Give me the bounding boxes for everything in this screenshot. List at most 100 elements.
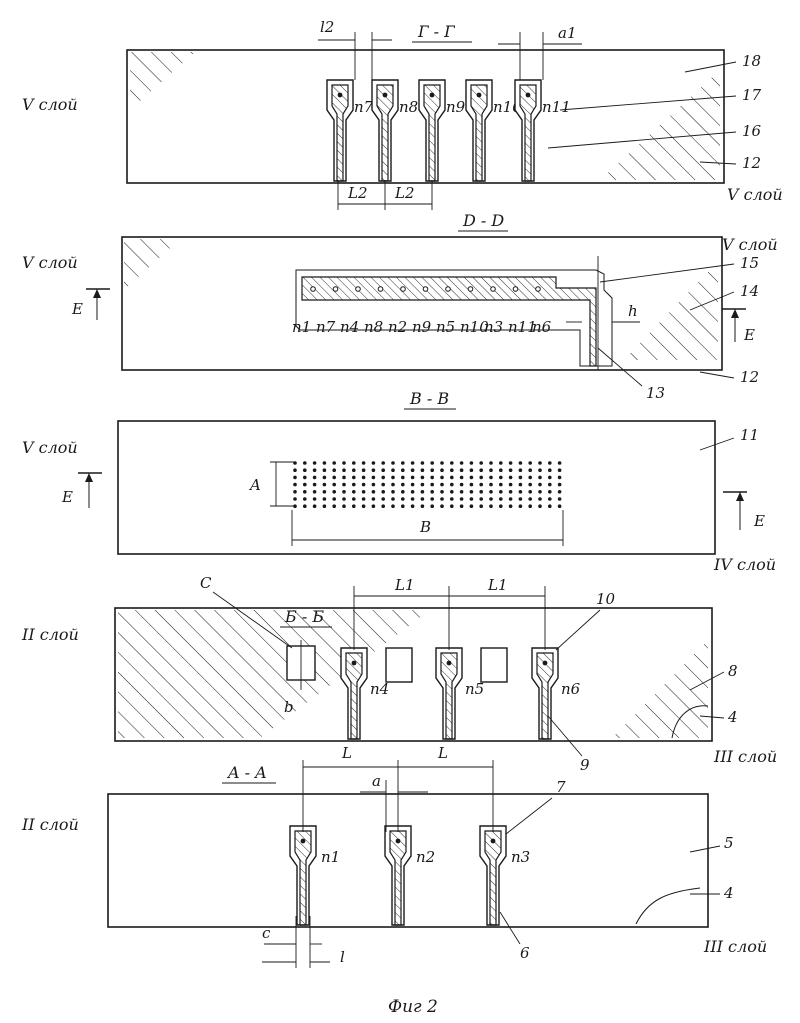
pad-label: n5 <box>465 680 484 698</box>
matrix-via <box>421 504 425 508</box>
pad-label: n3 <box>511 848 530 866</box>
matrix-via <box>460 468 464 472</box>
pad-label: n7 <box>354 98 374 116</box>
pad-row-5: n7n8n9n10n11 <box>327 80 571 181</box>
matrix-via <box>558 461 562 465</box>
matrix-via <box>509 461 513 465</box>
matrix-via <box>323 490 327 494</box>
matrix-via <box>479 497 483 501</box>
via-point <box>352 661 357 666</box>
matrix-via <box>528 490 532 494</box>
layer-label-left: V слой <box>22 438 78 457</box>
matrix-via <box>293 476 297 480</box>
ref-number: 12 <box>740 368 759 386</box>
contact-pad <box>327 80 353 181</box>
dim-label-l2: l2 <box>320 18 334 36</box>
matrix-via <box>411 476 415 480</box>
section-title-g-g: Г - Г <box>417 22 456 41</box>
matrix-via <box>401 497 405 501</box>
panel-section-a-a: A - A n1n2n3 L L a c l II слой III слой … <box>21 744 767 968</box>
matrix-via <box>323 461 327 465</box>
figure-caption: Фиг 2 <box>388 997 438 1017</box>
layer-label-right: IV слой <box>713 555 776 574</box>
matrix-via <box>362 468 366 472</box>
arrow-icon <box>731 309 739 318</box>
dim-label-L: L <box>341 744 352 762</box>
matrix-via <box>489 497 493 501</box>
row-label: n7 <box>316 318 336 336</box>
dim-label-h: h <box>628 302 638 320</box>
leader-line <box>685 62 736 72</box>
section-mark-label: E <box>743 326 755 344</box>
matrix-via <box>323 468 327 472</box>
matrix-via <box>401 483 405 487</box>
matrix-via <box>303 468 307 472</box>
ref-number: 8 <box>728 662 738 680</box>
matrix-via <box>450 468 454 472</box>
matrix-via <box>372 504 376 508</box>
matrix-via <box>548 497 552 501</box>
ref-number: 10 <box>596 590 616 608</box>
matrix-via <box>538 461 542 465</box>
matrix-via <box>548 490 552 494</box>
matrix-via <box>479 468 483 472</box>
pad-label: n6 <box>561 680 581 698</box>
matrix-via <box>332 483 336 487</box>
matrix-via <box>303 483 307 487</box>
matrix-via <box>362 476 366 480</box>
matrix-via <box>509 483 513 487</box>
matrix-via <box>401 461 405 465</box>
matrix-via <box>391 490 395 494</box>
matrix-via <box>538 490 542 494</box>
matrix-via <box>538 504 542 508</box>
ref-number: 15 <box>740 254 759 272</box>
matrix-via <box>528 476 532 480</box>
via-hole <box>536 287 541 292</box>
matrix-via <box>391 461 395 465</box>
matrix-via <box>538 483 542 487</box>
matrix-via <box>352 476 356 480</box>
section-mark-label: E <box>71 300 83 318</box>
matrix-via <box>362 483 366 487</box>
row-labels: n1n7n4n8n2n9n5n10n3n11n6 <box>292 318 552 336</box>
matrix-via <box>528 468 532 472</box>
layer-label-left: V слой <box>22 253 78 272</box>
matrix-via <box>450 497 454 501</box>
dim-label-L: L <box>437 744 448 762</box>
matrix-via <box>499 461 503 465</box>
matrix-via <box>440 476 444 480</box>
matrix-via <box>381 490 385 494</box>
matrix-via <box>499 476 503 480</box>
matrix-via <box>372 490 376 494</box>
matrix-via <box>342 468 346 472</box>
leader-line <box>690 846 720 852</box>
matrix-via <box>460 490 464 494</box>
matrix-via <box>538 476 542 480</box>
matrix-via <box>509 504 513 508</box>
matrix-via <box>352 504 356 508</box>
dim-label-B: B <box>419 518 431 536</box>
matrix-via <box>519 497 523 501</box>
matrix-via <box>489 476 493 480</box>
matrix-via <box>421 490 425 494</box>
matrix-via <box>332 468 336 472</box>
via-hole <box>401 287 406 292</box>
matrix-via <box>519 461 523 465</box>
hatch-corner-left <box>124 239 180 290</box>
via-point <box>543 661 548 666</box>
matrix-via <box>509 490 513 494</box>
matrix-via <box>470 468 474 472</box>
matrix-via <box>558 468 562 472</box>
matrix-via <box>352 483 356 487</box>
row-label: n9 <box>412 318 432 336</box>
pad-label: n2 <box>416 848 435 866</box>
matrix-via <box>548 461 552 465</box>
matrix-via <box>391 476 395 480</box>
matrix-via <box>401 490 405 494</box>
matrix-via <box>313 461 317 465</box>
matrix-via <box>519 490 523 494</box>
via-hole <box>333 287 338 292</box>
pad-row-1: n1n2n3 <box>290 826 530 925</box>
matrix-via <box>509 468 513 472</box>
via-hole <box>378 287 383 292</box>
